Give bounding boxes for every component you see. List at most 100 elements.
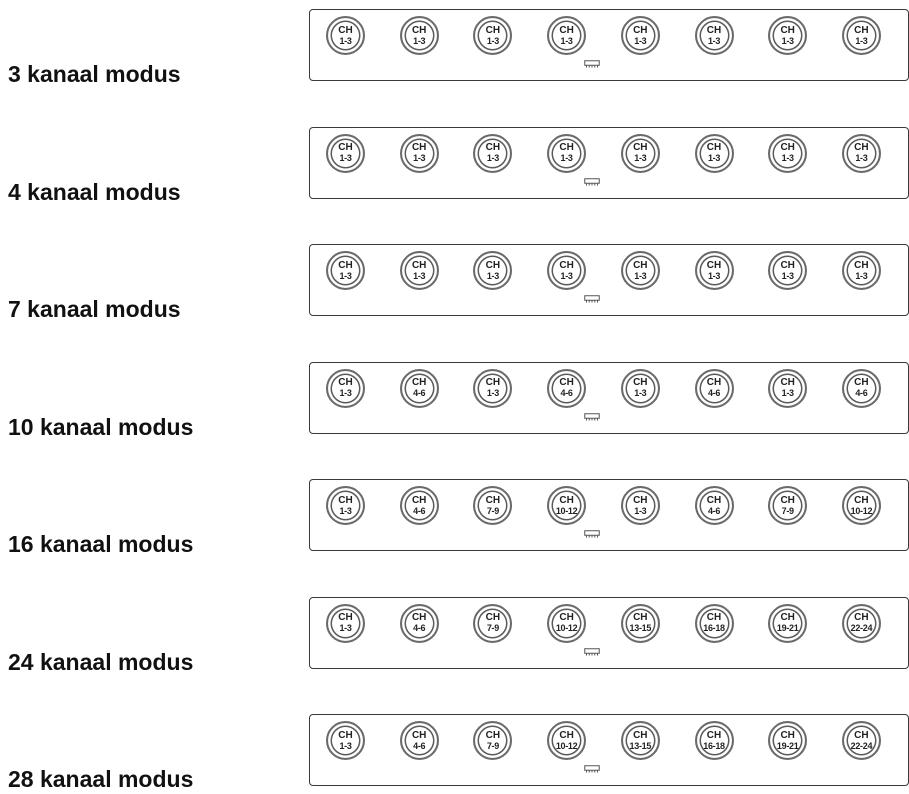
led-ch-label: CH — [854, 729, 869, 741]
led-ch-label: CH — [706, 259, 722, 271]
led-ch-label: CH — [706, 142, 722, 153]
led-channel-range: 10-12 — [555, 505, 578, 516]
led-channel-range: 16-18 — [703, 740, 725, 751]
led-ch-label: CH — [411, 259, 427, 271]
mode-label: 3 kanaal modus — [8, 61, 181, 87]
led-ch-label: CH — [485, 24, 501, 36]
led-channel-range: 19-21 — [776, 623, 799, 633]
led-ch-label: CH — [854, 377, 869, 388]
led-ch-label: CH — [559, 494, 574, 506]
led-ch-label: CH — [633, 24, 648, 36]
led-ch-label: CH — [633, 729, 648, 741]
led-channel-range: 1-3 — [486, 270, 499, 281]
led-channel-range: 7-9 — [486, 623, 499, 633]
led-channel-range: 7-9 — [486, 505, 499, 516]
led-ch-label: CH — [780, 142, 795, 153]
connector-icon — [584, 412, 600, 420]
mode-label: 7 kanaal modus — [8, 296, 181, 322]
led-ch-label: CH — [633, 259, 648, 271]
led-channel-range: 1-3 — [634, 153, 647, 163]
led-channel-range: 1-3 — [707, 35, 721, 46]
led-channel-range: 1-3 — [707, 270, 721, 281]
led-ch-label: CH — [854, 259, 869, 271]
led-ch-label: CH — [338, 729, 353, 741]
led-ch-label: CH — [559, 612, 574, 623]
led-channel-range: 1-3 — [413, 35, 426, 46]
led-ch-label: CH — [780, 612, 795, 623]
led-ch-label: CH — [780, 729, 795, 741]
led-ch-label: CH — [854, 612, 869, 623]
led-channel-range: 7-9 — [486, 740, 499, 751]
led-ch-label: CH — [854, 24, 869, 36]
led-ch-label: CH — [559, 24, 574, 36]
led-channel-range: 1-3 — [339, 35, 352, 46]
led-ch-label: CH — [485, 612, 501, 623]
led-channel-range: 1-3 — [634, 388, 647, 398]
led-ch-label: CH — [780, 377, 795, 388]
led-channel-range: 4-6 — [413, 505, 426, 516]
led-channel-range: 22-24 — [850, 740, 873, 751]
led-channel-range: 1-3 — [339, 740, 352, 751]
led-channel-range: 1-3 — [781, 153, 794, 163]
led-ch-label: CH — [485, 377, 501, 388]
led-channel-range: 1-3 — [413, 153, 426, 163]
led-channel-range: 4-6 — [413, 623, 426, 633]
led-ch-label: CH — [411, 494, 427, 506]
led-ch-label: CH — [559, 377, 574, 388]
led-channel-range: 4-6 — [707, 388, 721, 398]
led-ch-label: CH — [411, 377, 427, 388]
led-ch-label: CH — [485, 494, 501, 506]
led-channel-range: 1-3 — [781, 388, 794, 398]
led-channel-range: 1-3 — [634, 270, 647, 281]
connector-icon — [584, 177, 600, 185]
led-channel-range: 4-6 — [855, 388, 868, 398]
led-channel-range: 1-3 — [486, 153, 499, 163]
led-channel-range: 1-3 — [707, 153, 721, 163]
led-channel-range: 1-3 — [339, 270, 352, 281]
led-channel-range: 4-6 — [560, 388, 573, 398]
led-ch-label: CH — [338, 494, 353, 506]
led-channel-range: 1-3 — [339, 623, 352, 633]
led-channel-range: 1-3 — [339, 153, 352, 163]
led-ch-label: CH — [485, 259, 501, 271]
led-ch-label: CH — [780, 259, 795, 271]
led-channel-range: 1-3 — [855, 35, 868, 46]
connector-icon — [584, 765, 600, 773]
led-channel-range: 1-3 — [560, 270, 573, 281]
led-ch-label: CH — [485, 142, 501, 153]
led-channel-range: 1-3 — [781, 35, 794, 46]
led-ch-label: CH — [338, 377, 353, 388]
led-channel-range: 13-15 — [629, 740, 652, 751]
led-ch-label: CH — [633, 377, 648, 388]
led-channel-range: 1-3 — [634, 35, 647, 46]
led-channel-range: 10-12 — [850, 505, 873, 516]
mode-label: 28 kanaal modus — [8, 766, 194, 792]
